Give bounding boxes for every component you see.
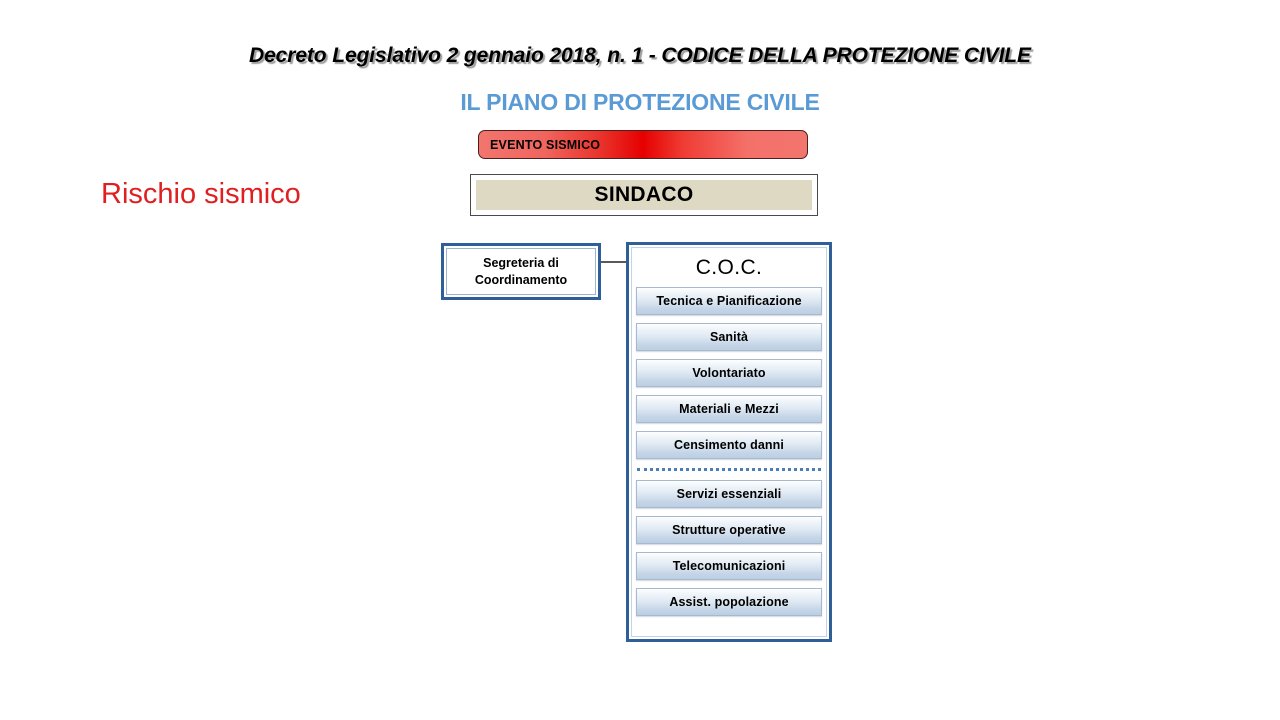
page-title: IL PIANO DI PROTEZIONE CIVILE [460,89,820,115]
coc-function-box[interactable]: Servizi essenziali [636,480,822,508]
coc-title: C.O.C. [695,256,763,279]
coc-function-box[interactable]: Assist. popolazione [636,588,822,616]
coc-function-label: Censimento danni [674,438,784,452]
secretariat-coc-connector [601,261,628,263]
secretariat-node: Segreteria di Coordinamento [441,243,601,300]
coc-function-label: Sanità [709,330,749,344]
coc-function-box[interactable]: Censimento danni [636,431,822,459]
coc-function-box[interactable]: Telecomunicazioni [636,552,822,580]
coc-function-label: Servizi essenziali [676,487,782,501]
event-severity-label: EVENTO SISMICO [490,137,601,152]
coc-function-label: Volontariato [692,366,766,380]
coc-function-box[interactable]: Tecnica e Pianificazione [636,287,822,315]
event-severity-bar: EVENTO SISMICO [478,130,808,159]
secretariat-label-line1: Segreteria di [483,255,559,270]
secretariat-label: Segreteria di Coordinamento [475,255,567,289]
coc-function-box[interactable]: Strutture operative [636,516,822,544]
coc-function-box[interactable]: Sanità [636,323,822,351]
coc-function-label: Strutture operative [672,523,786,537]
coc-function-label: Assist. popolazione [669,595,789,609]
coc-function-label: Tecnica e Pianificazione [656,294,802,308]
mayor-label: SINDACO [594,183,694,206]
coc-function-label: Telecomunicazioni [672,559,786,573]
coc-function-label: Materiali e Mezzi [679,402,779,416]
secretariat-node-inner: Segreteria di Coordinamento [446,248,596,295]
coc-function-box[interactable]: Volontariato [636,359,822,387]
law-title: Decreto Legislativo 2 gennaio 2018, n. 1… [249,44,1031,67]
coc-node: C.O.C. Tecnica e Pianificazione Sanità V… [626,242,832,642]
coc-function-box[interactable]: Materiali e Mezzi [636,395,822,423]
risk-type-label: Rischio sismico [101,178,301,210]
coc-function-group-divider [637,468,821,471]
coc-function-group-2: Servizi essenziali Strutture operative T… [636,480,822,624]
coc-function-group-1: Tecnica e Pianificazione Sanità Volontar… [636,287,822,467]
coc-node-inner: C.O.C. Tecnica e Pianificazione Sanità V… [631,247,827,637]
secretariat-label-line2: Coordinamento [474,272,568,287]
mayor-node-fill: SINDACO [476,180,812,210]
mayor-node: SINDACO [470,174,818,216]
